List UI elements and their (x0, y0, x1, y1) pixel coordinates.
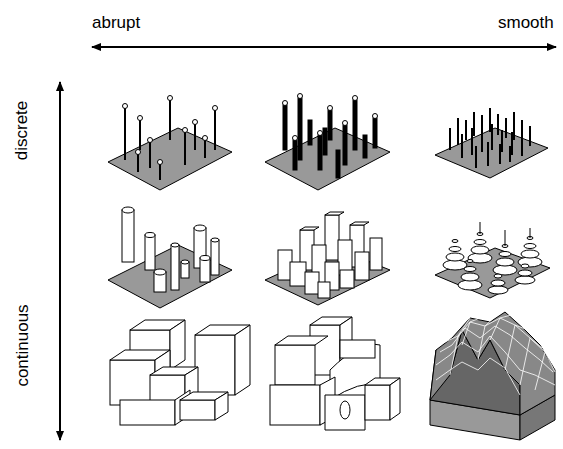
block-surface (265, 212, 390, 305)
box-surface (110, 320, 250, 425)
axis-label: abrupt (92, 14, 140, 31)
horizontal-axis-arrow (92, 46, 556, 48)
cone-surface (435, 222, 550, 298)
axis-label: smooth (498, 14, 554, 31)
smooth-surface (430, 312, 555, 440)
discrete-mid-surface (265, 94, 390, 191)
cylinder-surface (108, 207, 232, 308)
discrete-abrupt-surface (108, 96, 232, 191)
axis-label: discrete (14, 100, 31, 160)
vertical-axis-arrow (59, 82, 61, 440)
axis-label: continuous (14, 304, 31, 386)
discrete-smooth-surface (435, 108, 548, 178)
curved-block-surface (270, 317, 400, 430)
